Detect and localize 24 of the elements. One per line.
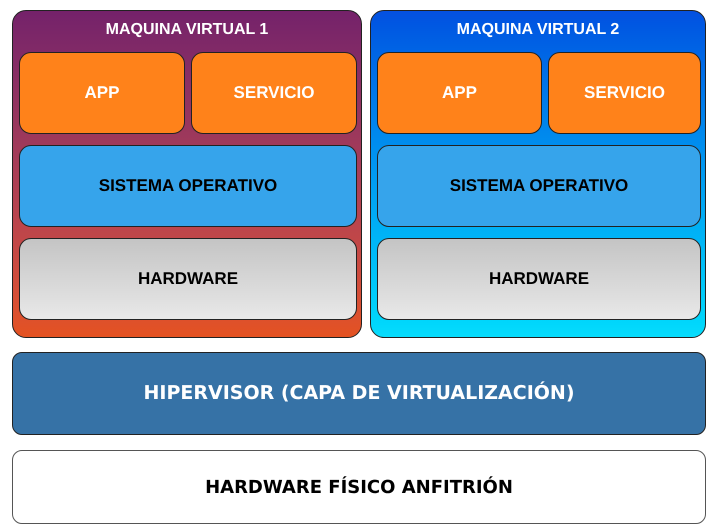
app-box: [377, 52, 542, 134]
layer-label: HARDWARE FÍSICO ANFITRIÓN: [205, 475, 513, 500]
layer-label: SERVICIO: [584, 82, 665, 104]
layer-label: SISTEMA OPERATIVO: [98, 175, 278, 198]
hypervisor-layer: [12, 352, 706, 435]
layer-label: MAQUINA VIRTUAL 1: [106, 20, 268, 40]
layer-label: APP: [442, 82, 477, 104]
host-hardware-layer: [12, 450, 706, 524]
layer-label: SERVICIO: [234, 82, 314, 104]
app-box: [19, 52, 185, 134]
os-box: [19, 145, 357, 227]
layer-label: SISTEMA OPERATIVO: [450, 175, 628, 198]
service-box: [191, 52, 357, 134]
virtual-machine-panel: [370, 10, 706, 338]
layer-label: HARDWARE: [138, 268, 238, 290]
hardware-box: [19, 238, 357, 320]
layer-label: HARDWARE: [488, 268, 590, 290]
service-box: [548, 52, 701, 134]
layer-label: MAQUINA VIRTUAL 2: [456, 20, 620, 40]
virtual-machine-panel: [12, 10, 362, 338]
hardware-box: [377, 238, 701, 320]
layer-label: HIPERVISOR (CAPA DE VIRTUALIZACIÓN): [143, 380, 575, 406]
layer-label: APP: [84, 82, 120, 104]
os-box: [377, 145, 701, 227]
